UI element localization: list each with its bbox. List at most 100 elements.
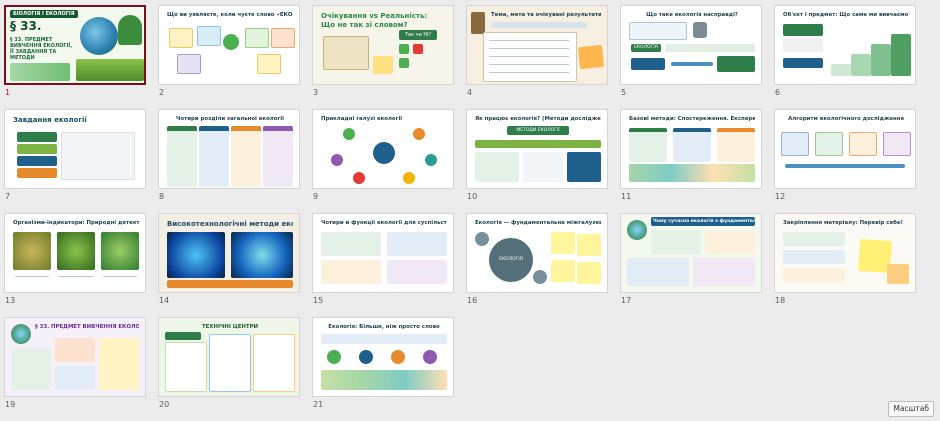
list-line (489, 48, 569, 49)
slide-thumbnail-16[interactable]: Екологія — фундаментальна міжгалузева на… (466, 213, 608, 293)
slide-15-title: Чотири и функції екології для суспільств… (321, 220, 447, 226)
caption-bar (167, 280, 293, 288)
sticky-note (551, 260, 575, 282)
slide-thumbnail-21[interactable]: Екологія: Більше, ніж просто слово (312, 317, 454, 397)
slide-12-title: Алгоритм екологічного дослідження (788, 116, 904, 122)
ecology-label: ЕКОЛОГІЯ (631, 44, 661, 52)
task-card (17, 168, 57, 178)
function-card (387, 260, 447, 284)
info-card (165, 342, 207, 392)
slide-thumbnail-2[interactable]: Що ви уявляєте, коли чуєте слово «ЕКОЛОГ… (158, 5, 300, 85)
slide-number-11: 11 (621, 192, 632, 201)
observation-card (629, 128, 667, 162)
branch-node (331, 154, 343, 166)
gear-icon (475, 232, 489, 246)
list-line (489, 64, 569, 65)
topic-bar (491, 22, 587, 28)
gear-icon (489, 238, 533, 282)
slide-thumbnail-15[interactable]: Чотири и функції екології для суспільств… (312, 213, 454, 293)
method-card (567, 152, 601, 182)
slide-number-17: 17 (621, 296, 632, 305)
info-card (651, 230, 701, 254)
slide-thumbnail-5[interactable]: Що таке екологія насправді? ЕКОЛОГІЯ (620, 5, 762, 85)
slide-thumbnail-13[interactable]: Організми-індикатори: Природні детектори (4, 213, 146, 293)
paper-card (323, 36, 369, 70)
satellite-image (167, 232, 225, 278)
slide-17-title: Чому сучасна екологія є фундаментальною (653, 219, 755, 224)
ecology-center-label: ЕКОЛОГІЯ (499, 257, 523, 262)
globe-icon (11, 324, 31, 344)
slide-14-title: Високотехнологічні методи екології (167, 220, 293, 228)
slide-6-title: Об'єкт і предмет: Що саме ми вивчаємо? (783, 12, 909, 18)
photo-strip (629, 164, 755, 182)
header-bar (165, 332, 201, 340)
slide-number-16: 16 (467, 296, 478, 305)
slide-thumbnail-17[interactable]: Чому сучасна екологія є фундаментальною (620, 213, 762, 293)
info-card (11, 348, 51, 390)
method-bar (475, 140, 601, 148)
slide-thumbnail-3[interactable]: Очікування vs Реальність: Що не так зі с… (312, 5, 454, 85)
task-card (17, 144, 57, 154)
experiment-card (673, 128, 711, 162)
slide-number-14: 14 (159, 296, 170, 305)
banner (321, 334, 447, 344)
sticky-note (887, 264, 909, 284)
eco-icon (423, 350, 437, 364)
slide-thumbnail-8[interactable]: Чотири розділи загальної екології (158, 109, 300, 189)
column-autecology (167, 126, 197, 187)
column-global-ecology (263, 126, 293, 187)
slide-thumbnail-6[interactable]: Об'єкт і предмет: Що саме ми вивчаємо? (774, 5, 916, 85)
function-card (387, 232, 447, 256)
slide-thumbnail-10[interactable]: Як працює екологія? (Методи дослідження)… (466, 109, 608, 189)
eco-icon (223, 34, 239, 50)
column-synecology (231, 126, 261, 187)
slide-thumbnail-9[interactable]: Прикладні галузі екології (312, 109, 454, 189)
slide-thumbnail-4[interactable]: Тема, мета та очікувані результати (466, 5, 608, 85)
slide-thumbnail-7[interactable]: Завдання екології (4, 109, 146, 189)
dna-image (231, 232, 293, 278)
cross-icon (413, 44, 423, 54)
sticky-note (373, 56, 393, 74)
organism-box (631, 58, 665, 70)
check-icon (399, 44, 409, 54)
info-card (253, 334, 295, 392)
center-node (373, 142, 395, 164)
sticky-note (577, 44, 605, 70)
info-card (705, 230, 755, 254)
slide-7-title: Завдання екології (13, 116, 87, 124)
slide-thumbnail-1[interactable]: БІОЛОГІЯ І ЕКОЛОГІЯ § 33. § 33. ПРЕДМЕТ … (4, 5, 146, 85)
branch-node (425, 154, 437, 166)
slide-thumbnail-12[interactable]: Алгоритм екологічного дослідження (774, 109, 916, 189)
slide-9-title: Прикладні галузі екології (321, 116, 403, 122)
gear-icon (533, 270, 547, 284)
slide-8-title: Чотири розділи загальної екології (176, 116, 284, 122)
lichen-photo (13, 232, 51, 270)
definition-bar (665, 44, 755, 52)
slide-thumbnail-18[interactable]: Закріплення матеріалу: Перевір себе! (774, 213, 916, 293)
flow-arrow (785, 164, 905, 168)
branch-node (353, 172, 365, 184)
method-card (475, 152, 519, 182)
object-box (783, 24, 823, 36)
slide-thumbnail-14[interactable]: Високотехнологічні методи екології (158, 213, 300, 293)
slide-thumbnail-19[interactable]: § 33. ПРЕДМЕТ ВИВЧЕННЯ ЕКОЛОГІЇ, ЇЇ ЗАВД… (4, 317, 146, 397)
slide-3-title: Очікування vs Реальність: Що не так зі с… (321, 12, 428, 29)
sticky-note (257, 54, 281, 74)
task-card (17, 132, 57, 142)
caption-line (59, 276, 93, 277)
slide-5-title: Що таке екологія насправді? (646, 12, 738, 18)
slide-18-title: Закріплення матеріалу: Перевір себе! (783, 220, 904, 226)
methods-header: МЕТОДИ ЕКОЛОГІЇ (507, 126, 569, 135)
slide-1-badge: БІОЛОГІЯ І ЕКОЛОГІЯ (10, 10, 78, 18)
slide-19-title: § 33. ПРЕДМЕТ ВИВЧЕННЯ ЕКОЛОГІЇ, ЇЇ ЗАВД… (35, 324, 139, 330)
slide-thumbnail-11[interactable]: Базові методи: Спостереження. Експеримен… (620, 109, 762, 189)
slide-11-title: Базові методи: Спостереження. Експеримен… (629, 116, 755, 122)
sticky-note (577, 234, 601, 256)
zoom-button[interactable]: Масштаб (888, 401, 934, 417)
quiz-card (783, 250, 845, 264)
slide-21-title: Екологія: Більше, ніж просто слово (328, 324, 440, 330)
slide-thumbnail-20[interactable]: ТЕХНІЧНІ ЦЕНТРИ (158, 317, 300, 397)
step-card (849, 132, 877, 156)
list-line (489, 40, 569, 41)
info-card (55, 366, 95, 390)
